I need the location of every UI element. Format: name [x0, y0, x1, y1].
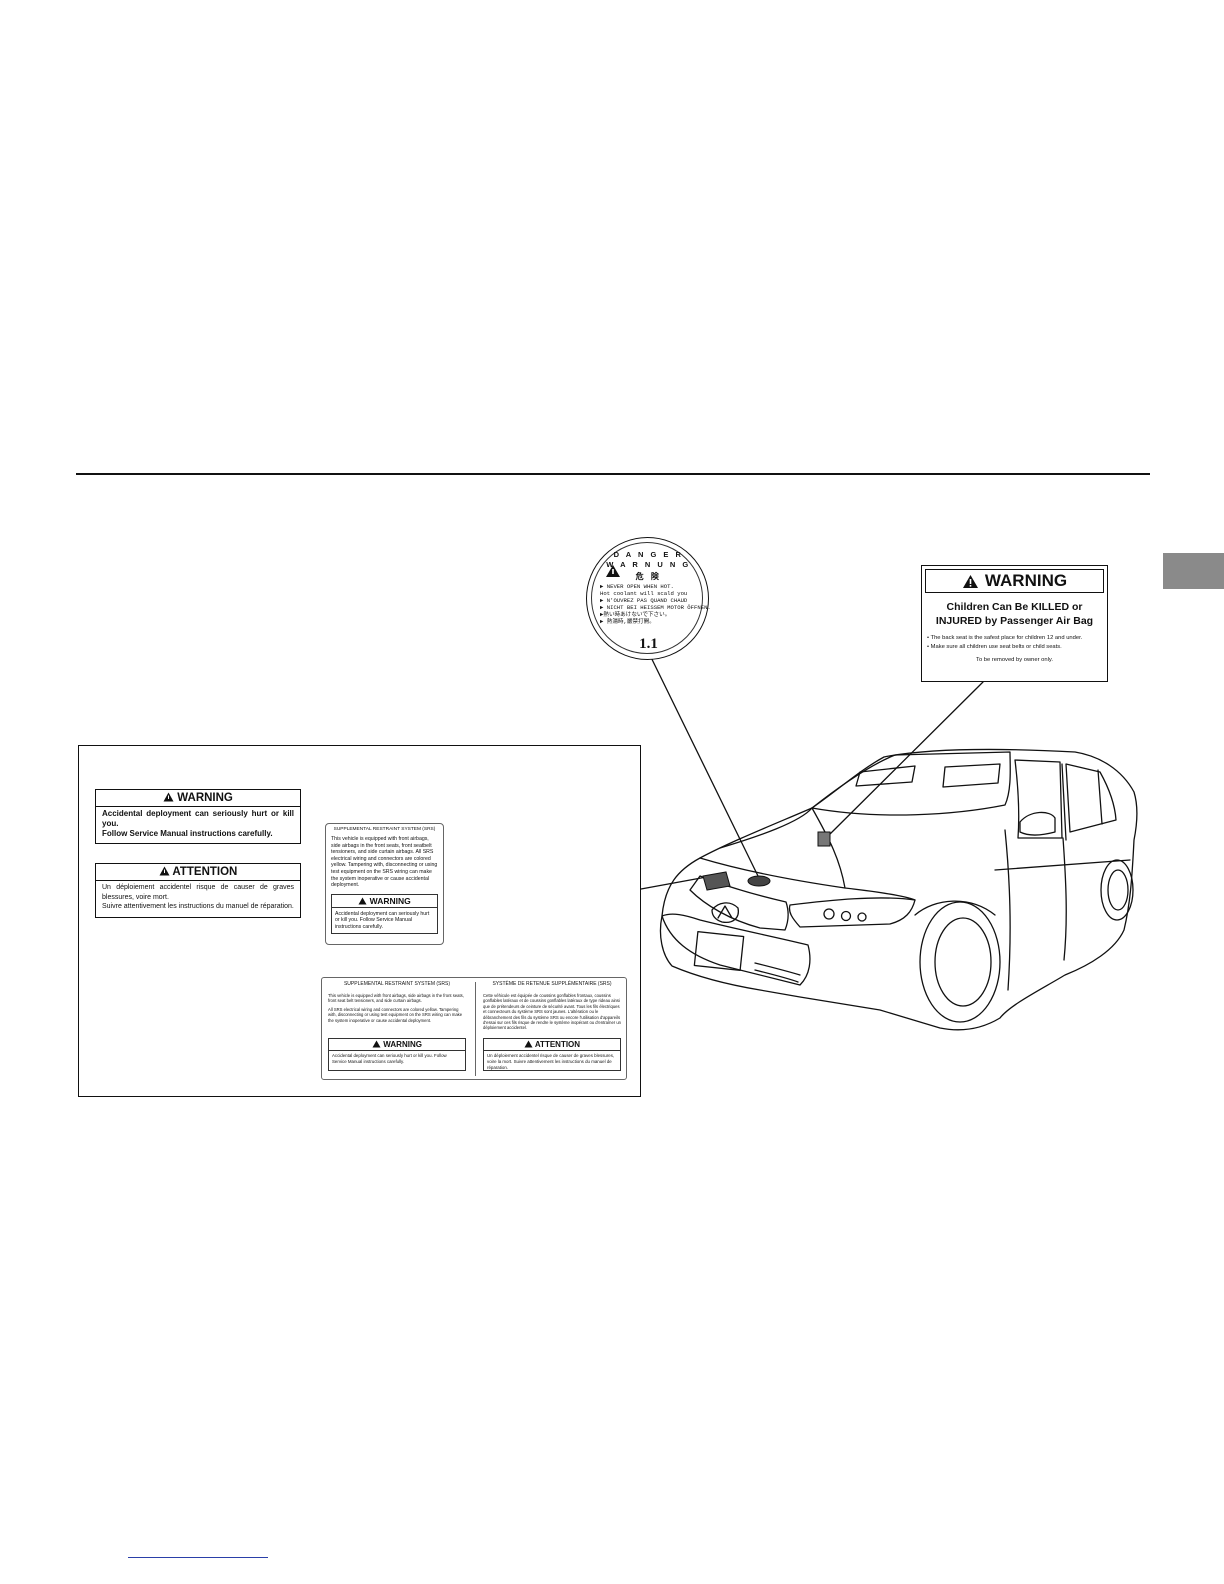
visor-leader-line: [825, 681, 984, 839]
srs-french-attention-body: Un déploiement accidentel risque de caus…: [487, 1053, 615, 1070]
visor-bullet: • Make sure all children use seat belts …: [927, 644, 1062, 650]
warning-triangle-icon: [163, 792, 174, 802]
srs-compact-warning-body: Accidental deployment can seriously hurt…: [335, 910, 430, 930]
srs-warning-heading-text: WARNING: [177, 792, 233, 804]
srs-french-heading: SYSTÈME DE RETENUE SUPPLÉMENTAIRE (SRS): [492, 981, 612, 987]
srs-leader-line: [640, 875, 713, 890]
visor-title-line: INJURED by Passenger Air Bag: [935, 614, 1094, 627]
warning-triangle-icon: [372, 1040, 381, 1048]
srs-english-warning-heading-text: WARNING: [383, 1040, 422, 1049]
srs-attention-label-french: ATTENTION Un déploiement accidentel risq…: [95, 863, 301, 918]
section-divider-rule: [76, 473, 1150, 475]
cap-label-marker: [747, 875, 771, 887]
cap-danger-text: D A N G E R: [613, 550, 684, 559]
srs-french-body: Cette véhicule est équipée de coussins g…: [483, 993, 621, 1031]
srs-french-attention-heading: ATTENTION: [484, 1039, 620, 1051]
visor-bullet: • The back seat is the safest place for …: [927, 635, 1083, 641]
warning-triangle-icon: [358, 897, 367, 905]
srs-english-paragraph: This vehicle is equipped with front airb…: [328, 993, 464, 1004]
srs-system-label-compact: SUPPLEMENTAL RESTRAINT SYSTEM (SRS) This…: [325, 823, 444, 945]
radiator-cap-danger-label: D A N G E R W A R N U N G 危 険 ▶ NEVER OP…: [586, 537, 711, 660]
cap-item: ▶熱い時あけないで下さい。: [600, 611, 671, 618]
cap-japanese-danger-text: 危 険: [635, 572, 662, 581]
srs-system-label-bilingual: SUPPLEMENTAL RESTRAINT SYSTEM (SRS) This…: [321, 977, 627, 1080]
srs-compact-warning-box: WARNING Accidental deployment can seriou…: [331, 893, 438, 934]
srs-english-paragraph: All SRS electrical wiring and connectors…: [328, 1006, 463, 1023]
srs-attention-heading: ATTENTION: [96, 864, 300, 881]
srs-french-attention-box: ATTENTION Un déploiement accidentel risq…: [483, 1038, 621, 1071]
cap-pressure-number: 1.1: [639, 636, 658, 652]
srs-warning-label-english: WARNING Accidental deployment can seriou…: [95, 789, 301, 844]
srs-english-heading: SUPPLEMENTAL RESTRAINT SYSTEM (SRS): [343, 981, 451, 987]
srs-french-column: SYSTÈME DE RETENUE SUPPLÉMENTAIRE (SRS) …: [477, 981, 627, 1077]
warning-triangle-icon: [962, 574, 978, 588]
srs-attention-body: Un déploiement accidentel risque de caus…: [96, 881, 300, 914]
visor-footer: To be removed by owner only.: [976, 657, 1053, 663]
srs-english-warning-body: Accidental deployment can seriously hurt…: [332, 1053, 447, 1064]
srs-compact-heading: SUPPLEMENTAL RESTRAINT SYSTEM (SRS): [333, 827, 436, 832]
visor-warning-heading: WARNING: [925, 569, 1104, 593]
srs-compact-warning-heading-text: WARNING: [369, 895, 411, 906]
srs-warning-body: Accidental deployment can seriously hurt…: [96, 807, 300, 841]
sun-visor-warning-label: WARNING Children Can Be KILLED or INJURE…: [921, 565, 1108, 682]
cap-item: ▶ 熱湯時,嚴禁打開。: [600, 618, 655, 625]
srs-attention-heading-text: ATTENTION: [172, 866, 238, 878]
visor-heading-text: WARNING: [984, 571, 1068, 590]
srs-attention-body-line: Un déploiement accidentel risque de caus…: [102, 884, 294, 901]
srs-compact-warning-heading: WARNING: [332, 895, 437, 908]
visor-label-marker: [817, 831, 831, 847]
footer-link-underline[interactable]: [128, 1557, 268, 1558]
srs-english-warning-box: WARNING Accidental deployment can seriou…: [328, 1038, 466, 1071]
danger-triangle-icon: [606, 565, 620, 577]
cap-item: ▶ N'OUVREZ PAS QUAND CHAUD: [600, 597, 688, 604]
visor-title: Children Can Be KILLED or INJURED by Pas…: [925, 601, 1104, 628]
srs-warning-body-line: Follow Service Manual instructions caref…: [102, 829, 273, 838]
srs-english-body: This vehicle is equipped with front airb…: [328, 993, 466, 1038]
srs-french-attention-heading-text: ATTENTION: [534, 1040, 581, 1049]
cap-warnung-text: W A R N U N G: [606, 560, 691, 569]
bilingual-divider: [475, 982, 476, 1076]
srs-english-column: SUPPLEMENTAL RESTRAINT SYSTEM (SRS) This…: [322, 981, 472, 1077]
cap-item: Hot coolant will scald you: [600, 590, 688, 597]
cap-leader-line: [643, 642, 759, 877]
warning-triangle-icon: [524, 1040, 533, 1048]
visor-title-line: Children Can Be KILLED or: [946, 601, 1083, 613]
section-thumb-tab: [1163, 553, 1224, 589]
cap-item: ▶ NEVER OPEN WHEN HOT.: [600, 583, 674, 590]
srs-attention-body-line: Suivre attentivement les instructions du…: [102, 903, 294, 910]
srs-warning-body-line: Accidental deployment can seriously hurt…: [102, 809, 294, 828]
srs-label-marker: [702, 871, 731, 891]
srs-warning-heading: WARNING: [96, 790, 300, 807]
cap-item: ▶ NICHT BEI HEISSEM MOTOR ÖFFNEN.: [600, 604, 711, 611]
visor-bullets: • The back seat is the safest place for …: [925, 634, 1104, 652]
srs-english-warning-heading: WARNING: [329, 1039, 465, 1051]
warning-triangle-icon: [159, 866, 170, 876]
srs-compact-body: This vehicle is equipped with front airb…: [331, 836, 438, 889]
cap-inner-ring: [591, 542, 703, 654]
